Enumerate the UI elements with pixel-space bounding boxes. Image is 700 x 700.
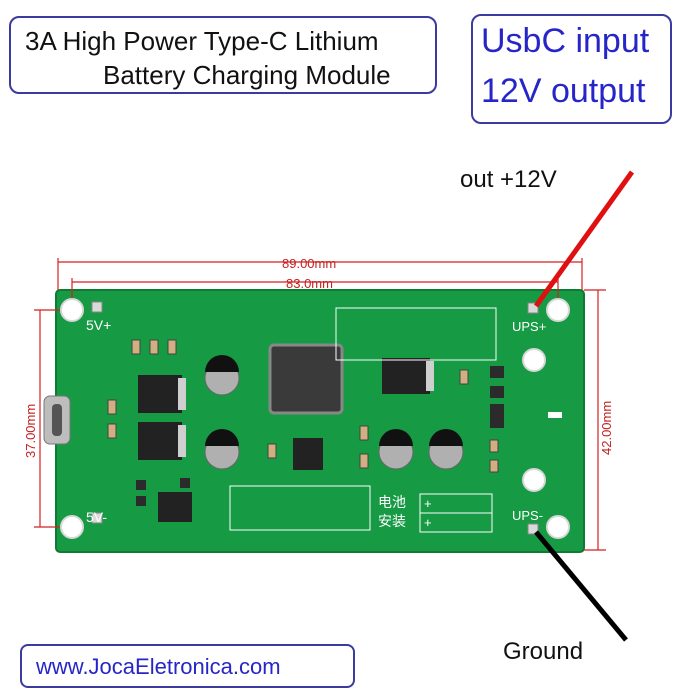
mounting-holes [60,298,570,539]
io-input-text: UsbC input [481,22,650,60]
title-line-2: Battery Charging Module [103,60,391,90]
electrolytic-capacitors [204,355,464,470]
terminal-plus-1: + [424,496,432,511]
label-ups-plus: UPS+ [512,319,546,334]
io-spec-box: UsbC input 12V output [471,14,672,124]
ground-wire [534,530,628,642]
website-box[interactable]: www.JocaEletronica.com [20,644,355,688]
solder-pads [91,301,539,535]
website-link[interactable]: www.JocaEletronica.com [36,654,281,679]
info-silkscreen-box [229,485,371,531]
label-ups-minus: UPS- [512,508,543,523]
spec-silkscreen-box [335,307,497,361]
dim-inner-width: 83.0mm [286,276,333,291]
dim-outer-width: 89.00mm [282,256,336,271]
terminal-plus-2: + [424,515,432,530]
small-transistors [136,366,504,506]
power-ics [138,358,430,522]
dim-right-height: 42.00mm [599,401,614,455]
power-inductor [268,343,344,415]
title-line-1: 3A High Power Type-C Lithium [25,26,379,56]
pcb-board [56,290,584,552]
out-12v-label: out +12V [460,166,557,193]
label-5v-minus: 5V- [86,509,107,525]
battery-cn-label: 电池 [378,494,406,510]
ground-label: Ground [503,638,584,665]
io-output-text: 12V output [481,72,646,110]
dimension-lines [34,258,606,551]
positive-output-wire [533,170,635,308]
title-box: 3A High Power Type-C Lithium Battery Cha… [9,16,437,94]
install-cn-label: 安装 [378,513,406,529]
smd-components [107,339,499,473]
ic-tabs [178,361,434,457]
status-indicator [548,412,562,418]
dim-left-height: 37.00mm [23,404,38,458]
label-5v-plus: 5V+ [86,317,111,333]
